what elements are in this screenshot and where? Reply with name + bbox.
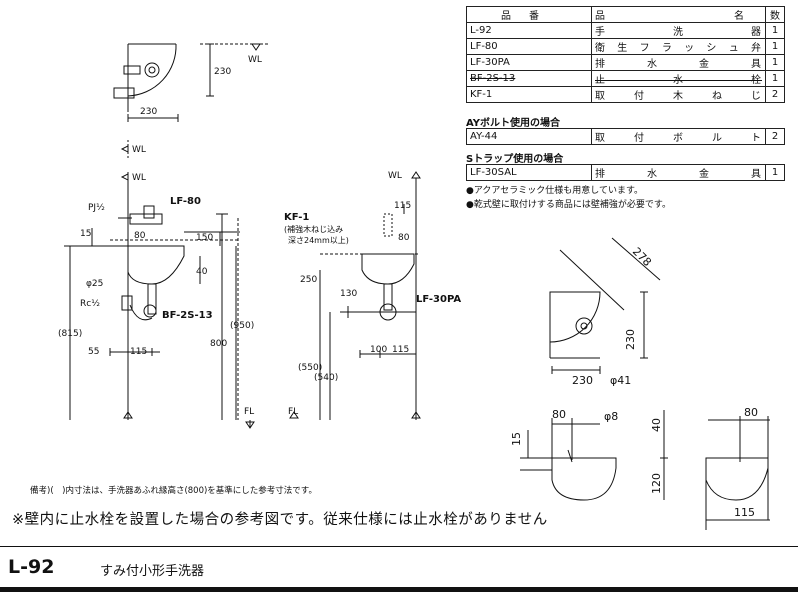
- row-name: 取付木ねじ: [591, 86, 766, 103]
- row-name: 排水金具: [591, 54, 766, 71]
- kf1-note-1: (補強木ねじ込み: [284, 224, 343, 234]
- rc-label: Rc½: [80, 299, 100, 309]
- dim-130: 130: [340, 289, 357, 299]
- dim-115-side-top: 115: [394, 201, 411, 211]
- s-section-title: Sトラップ使用の場合: [466, 154, 564, 165]
- row-qty: 1: [765, 70, 785, 87]
- phi8-label: φ8: [604, 410, 618, 423]
- row-code: BF-2S-13: [466, 70, 592, 87]
- dim-800: 800: [210, 339, 227, 349]
- lf30-label: LF-30PA: [416, 294, 461, 305]
- wl-label-section: WL: [132, 145, 146, 155]
- dim-950: (950): [230, 321, 254, 331]
- dim-40-front: 40: [196, 267, 208, 277]
- table-row: KF-1 取付木ねじ 2: [466, 86, 785, 103]
- table-row: AY-44 取付ボルト 2: [466, 128, 785, 145]
- wl-label-side: WL: [388, 171, 402, 181]
- side-elevation: [289, 171, 421, 420]
- header-code: 品番: [466, 6, 592, 23]
- dim-150: 150: [196, 233, 213, 243]
- wl-label-top: WL: [248, 55, 262, 65]
- footer-rule-top: [0, 546, 798, 547]
- header-qty: 数: [765, 6, 785, 23]
- dim-815: (815): [58, 329, 82, 339]
- dim-55: 55: [88, 347, 99, 357]
- dim-80-section-b: 80: [744, 406, 758, 419]
- kf1-label: KF-1: [284, 212, 309, 223]
- dim-15: 15: [80, 229, 91, 239]
- dim-80-front: 80: [134, 231, 146, 241]
- pj-label: PJ½: [88, 203, 105, 213]
- plan-view-top: [113, 43, 270, 122]
- row-code: LF-30PA: [466, 54, 592, 71]
- row-name: 止水栓: [591, 70, 766, 87]
- dim-250: 250: [300, 275, 317, 285]
- product-code: L-92: [8, 556, 55, 578]
- row-qty: 1: [765, 164, 785, 181]
- dim-40-section: 40: [650, 418, 663, 432]
- row-name: 手洗器: [591, 22, 766, 39]
- wl-label-front: WL: [132, 173, 146, 183]
- row-name: 排水金具: [591, 164, 766, 181]
- ay-section-title: AYボルト使用の場合: [466, 118, 561, 129]
- dim-230-plan-w: 230: [140, 107, 157, 117]
- bowl-sections: [520, 410, 770, 530]
- table-row: LF-30SAL 排水金具 1: [466, 164, 785, 181]
- s-table: LF-30SAL 排水金具 1: [466, 164, 785, 181]
- row-qty: 1: [765, 54, 785, 71]
- row-code: LF-80: [466, 38, 592, 55]
- row-name: 衛生フラッシュ弁: [591, 38, 766, 55]
- row-code: KF-1: [466, 86, 592, 103]
- dim-550: (550): [298, 363, 322, 373]
- header-name: 品名: [591, 6, 766, 23]
- table-row: L-92 手洗器 1: [466, 22, 785, 39]
- table-row: BF-2S-13 止水栓 1: [466, 70, 785, 87]
- dim-278: 278: [630, 245, 654, 269]
- dim-100: 100: [370, 345, 387, 355]
- dim-115-front: 115: [130, 347, 147, 357]
- bf-label: BF-2S-13: [162, 310, 213, 321]
- dim-230-right-h: 230: [624, 329, 637, 350]
- fl-label-front: FL: [244, 407, 254, 417]
- phi41-label: φ41: [610, 374, 631, 387]
- table-row: LF-80 衛生フラッシュ弁 1: [466, 38, 785, 55]
- ay-table: AY-44 取付ボルト 2: [466, 128, 785, 145]
- row-qty: 2: [765, 86, 785, 103]
- table-row: LF-30PA 排水金具 1: [466, 54, 785, 71]
- dim-15-section: 15: [510, 432, 523, 446]
- dim-230-plan-h: 230: [214, 67, 231, 77]
- row-code: LF-30SAL: [466, 164, 592, 181]
- dim-120: 120: [650, 473, 663, 494]
- dim-80-section-a: 80: [552, 408, 566, 421]
- dim-230-right-w: 230: [572, 374, 593, 387]
- note-aqua-ceramic: ●アクアセラミック仕様も用意しています。: [466, 186, 644, 196]
- parts-table: 品番 品名 数 L-92 手洗器 1 LF-80 衛生フラッシュ弁 1 LF-3…: [466, 6, 785, 103]
- parts-table-header: 品番 品名 数: [466, 6, 785, 23]
- kf1-note-2: 深さ24mm以上): [288, 236, 349, 245]
- lf80-label: LF-80: [170, 196, 201, 207]
- phi25-label: φ25: [86, 279, 103, 289]
- plan-view-right: [549, 237, 661, 374]
- footer-rule-bottom: [0, 587, 798, 592]
- dim-540: (540): [314, 373, 338, 383]
- row-qty: 2: [765, 128, 785, 145]
- product-title: すみ付小形手洗器: [100, 564, 205, 579]
- note-wall-reinforcement: ●乾式壁に取付けする商品には壁補強が必要です。: [466, 200, 671, 210]
- front-elevation: [64, 172, 255, 429]
- row-code: L-92: [466, 22, 592, 39]
- dim-115-side: 115: [392, 345, 409, 355]
- dim-115-section: 115: [734, 506, 755, 519]
- row-code: AY-44: [466, 128, 592, 145]
- warning-text: ※壁内に止水栓を設置した場合の参考図です。従来仕様には止水栓がありません: [12, 512, 548, 528]
- row-name: 取付ボルト: [591, 128, 766, 145]
- fl-label-side: FL: [288, 407, 298, 417]
- row-qty: 1: [765, 22, 785, 39]
- dim-80-side: 80: [398, 233, 410, 243]
- row-qty: 1: [765, 38, 785, 55]
- bottom-note: 備考)( )内寸法は、手洗器あふれ縁高さ(800)を基準にした参考寸法です。: [30, 486, 317, 496]
